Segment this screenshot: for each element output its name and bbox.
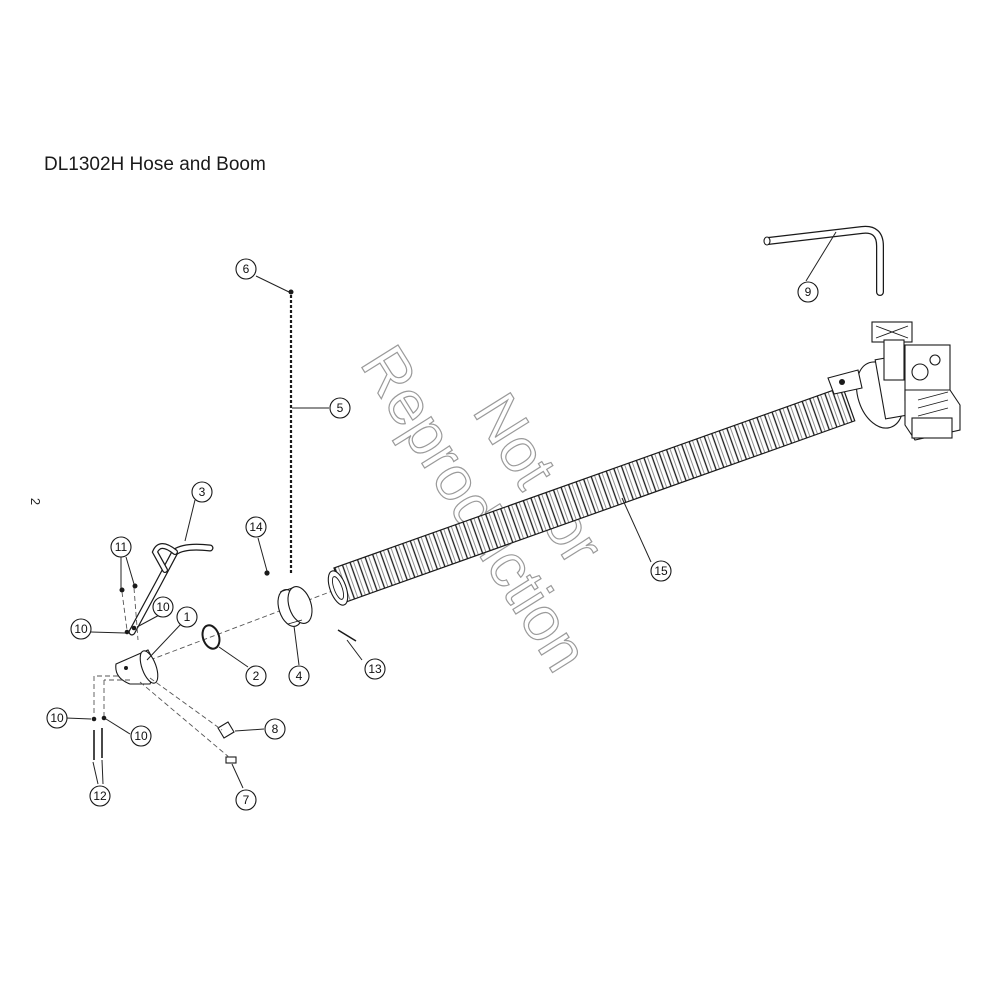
callout-11[interactable]: 11 bbox=[110, 536, 132, 558]
bent-tube-part-9 bbox=[763, 225, 884, 296]
callout-label: 8 bbox=[272, 722, 279, 736]
callout-12[interactable]: 12 bbox=[89, 785, 111, 807]
callout-9[interactable]: 9 bbox=[797, 281, 819, 303]
chain-part-5 bbox=[288, 289, 294, 575]
callout-label: 5 bbox=[337, 401, 344, 415]
callout-label: 2 bbox=[253, 669, 260, 683]
callout-13[interactable]: 13 bbox=[364, 658, 386, 680]
callout-label: 13 bbox=[368, 662, 382, 676]
callout-label: 9 bbox=[805, 285, 812, 299]
callout-label: 14 bbox=[249, 520, 263, 534]
callout-10-b[interactable]: 10 bbox=[70, 618, 92, 640]
nut-part-14 bbox=[264, 570, 270, 576]
leader-lines bbox=[65, 231, 837, 789]
callout-10-d[interactable]: 10 bbox=[130, 725, 152, 747]
pin-part-7 bbox=[225, 756, 237, 764]
callout-5[interactable]: 5 bbox=[329, 397, 351, 419]
callout-6[interactable]: 6 bbox=[235, 258, 257, 280]
clamp-part-4 bbox=[277, 586, 313, 627]
exploded-line-8 bbox=[149, 677, 223, 731]
callout-4[interactable]: 4 bbox=[288, 665, 310, 687]
bolt-part-13 bbox=[337, 629, 357, 642]
nozzle-part-1 bbox=[115, 649, 159, 685]
hose-part-15 bbox=[327, 386, 856, 606]
callout-15[interactable]: 15 bbox=[650, 560, 672, 582]
callout-2[interactable]: 2 bbox=[245, 665, 267, 687]
callout-label: 10 bbox=[156, 600, 170, 614]
callout-14[interactable]: 14 bbox=[245, 516, 267, 538]
plate-part-8 bbox=[217, 721, 235, 739]
callout-label: 3 bbox=[199, 485, 206, 499]
callout-10-a[interactable]: 10 bbox=[152, 596, 174, 618]
callout-label: 15 bbox=[654, 564, 668, 578]
callout-3[interactable]: 3 bbox=[191, 481, 213, 503]
callout-label: 11 bbox=[115, 540, 128, 554]
exploded-line-7 bbox=[139, 681, 231, 759]
callout-label: 4 bbox=[296, 669, 303, 683]
callout-label: 10 bbox=[74, 622, 88, 636]
blower-engine-assembly bbox=[827, 321, 961, 441]
callout-label: 7 bbox=[243, 793, 250, 807]
callout-label: 12 bbox=[93, 789, 107, 803]
callout-7[interactable]: 7 bbox=[235, 789, 257, 811]
ring-part-2 bbox=[201, 624, 221, 650]
callout-8[interactable]: 8 bbox=[264, 718, 286, 740]
callout-label: 10 bbox=[134, 729, 148, 743]
handle-part-3 bbox=[128, 543, 214, 636]
callout-1[interactable]: 1 bbox=[176, 606, 198, 628]
callout-10-c[interactable]: 10 bbox=[46, 707, 68, 729]
callout-label: 10 bbox=[50, 711, 64, 725]
callout-label: 1 bbox=[184, 610, 191, 624]
callout-label: 6 bbox=[243, 262, 250, 276]
hardware-parts bbox=[91, 583, 139, 760]
page-title: DL1302H Hose and Boom bbox=[44, 154, 266, 175]
